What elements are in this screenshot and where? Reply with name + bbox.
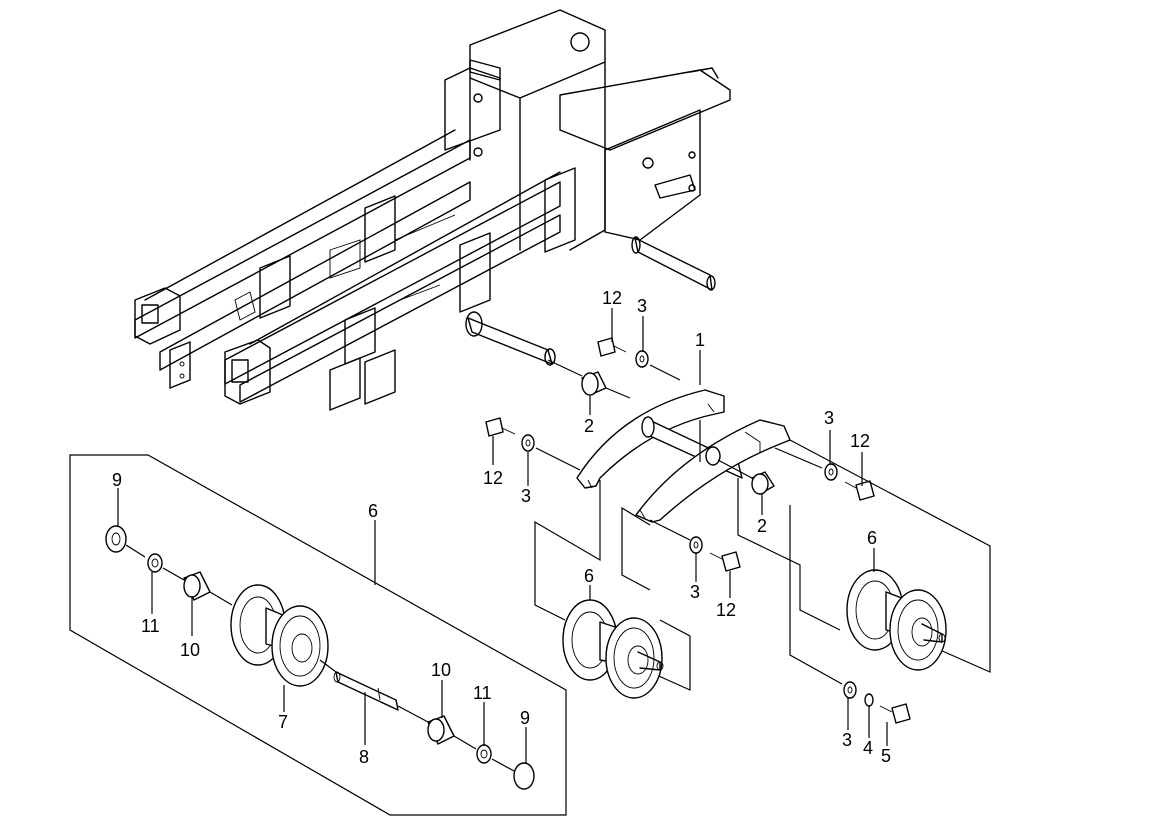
bolt-washer-lockwasher xyxy=(843,681,911,724)
callout-2: 2 xyxy=(757,516,767,536)
callout-6: 6 xyxy=(867,528,877,548)
callout-5: 5 xyxy=(881,746,891,766)
callout-7: 7 xyxy=(278,712,288,732)
callout-3: 3 xyxy=(824,408,834,428)
callout-3: 3 xyxy=(690,582,700,602)
callout-6: 6 xyxy=(584,566,594,586)
callout-4: 4 xyxy=(863,738,873,758)
callout-9: 9 xyxy=(112,470,122,490)
callout-12: 12 xyxy=(483,468,503,488)
callout-10: 10 xyxy=(180,640,200,660)
assembly-lines xyxy=(534,359,991,691)
callout-3: 3 xyxy=(842,730,852,750)
callouts: 12 3 1 2 12 3 3 12 2 6 6 6 3 12 9 11 10 … xyxy=(112,288,891,767)
callout-11: 11 xyxy=(141,616,160,636)
bolt-washer-top xyxy=(597,337,649,368)
callout-9: 9 xyxy=(520,708,530,728)
roller-exploded-box xyxy=(69,454,567,816)
callout-2: 2 xyxy=(584,416,594,436)
leader-lines xyxy=(117,308,888,764)
bolt-washer-right xyxy=(824,463,875,501)
roller-exploded xyxy=(105,525,535,790)
machine-frame xyxy=(134,9,731,411)
callout-1: 1 xyxy=(695,330,705,350)
callout-12: 12 xyxy=(850,431,870,451)
bushing-lower xyxy=(751,471,775,495)
callout-11: 11 xyxy=(473,683,492,703)
roller-right xyxy=(846,569,947,671)
callout-10: 10 xyxy=(431,660,451,680)
callout-3: 3 xyxy=(637,296,647,316)
bolt-washer-center xyxy=(689,536,741,572)
roller-center xyxy=(562,599,664,699)
bolt-washer-left xyxy=(485,417,535,452)
callout-3: 3 xyxy=(521,486,531,506)
bushing-upper xyxy=(581,371,607,396)
callout-12: 12 xyxy=(602,288,622,308)
callout-8: 8 xyxy=(359,747,369,767)
equalizer-beam xyxy=(576,389,791,523)
callout-6: 6 xyxy=(368,501,378,521)
callout-12: 12 xyxy=(716,600,736,620)
